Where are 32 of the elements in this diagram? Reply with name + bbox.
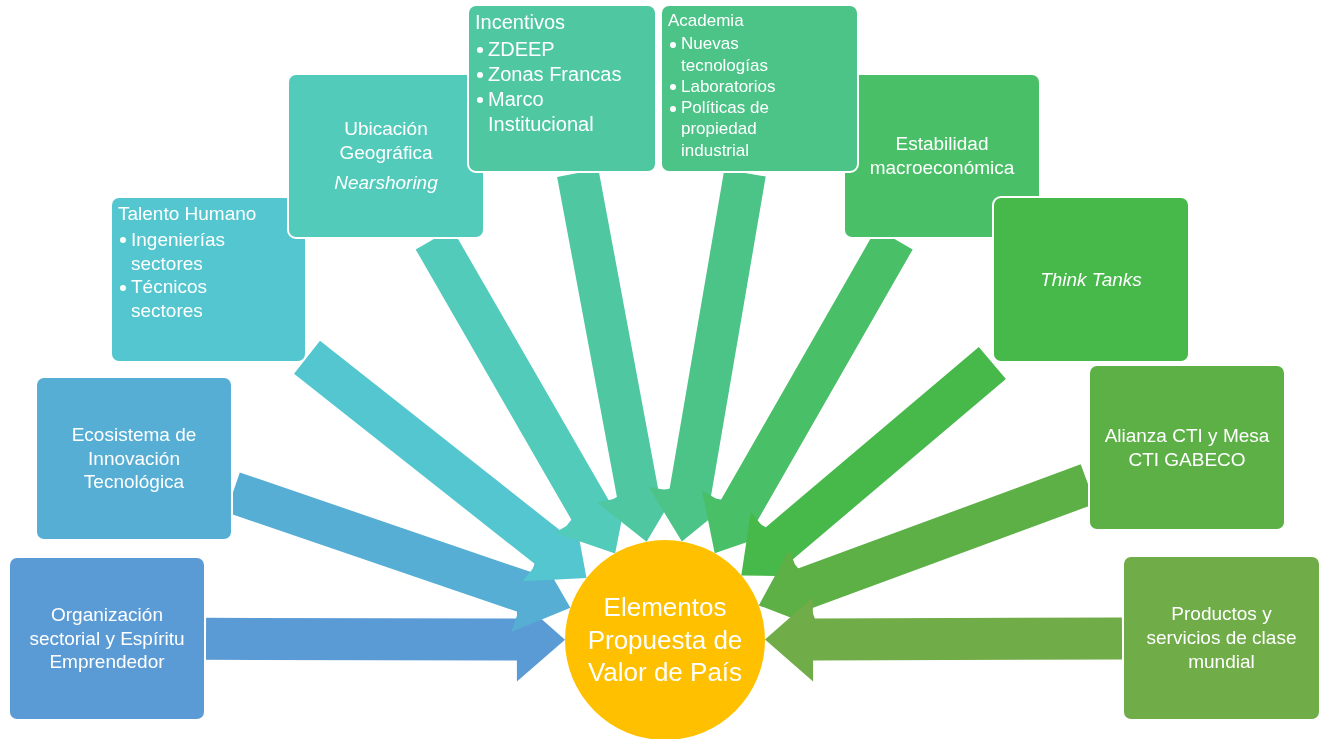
box-label: Organización sectorial y Espíritu Emprendedor	[28, 602, 186, 675]
box-label: Productos y servicios de clase mundial	[1145, 602, 1298, 674]
box-label: Nearshoring	[334, 170, 438, 195]
bullet-item: Zonas Francas	[488, 62, 622, 87]
block-arrow	[741, 347, 1006, 577]
box-heading: Incentivos	[475, 10, 566, 35]
box-label: Ubicación Geográfica	[338, 117, 434, 165]
block-arrow	[765, 597, 1123, 682]
box-label: Ecosistema de Innovación Tecnológica	[70, 422, 198, 495]
category-box	[287, 73, 485, 239]
category-box	[110, 196, 307, 363]
category-box	[35, 376, 233, 541]
bullet-item: Técnicos sectores	[131, 275, 209, 323]
bullet-item: Ingenierías sectores	[131, 227, 226, 276]
box-label: Alianza CTI y Mesa CTI GABECO	[1103, 423, 1271, 472]
bullet-item: ZDEEP	[488, 37, 555, 62]
box-heading: Talento Humano	[118, 202, 257, 226]
category-box	[1122, 555, 1321, 721]
bullet-item: Laboratorios	[681, 75, 776, 97]
category-box	[1088, 364, 1286, 531]
bullet-item: Nuevas tecnologías	[681, 33, 769, 76]
category-box	[992, 196, 1190, 363]
bullet-item: Marco Institucional	[488, 87, 595, 137]
category-box	[660, 4, 859, 173]
bullet-item: Políticas de propiedad industrial	[681, 97, 770, 161]
box-label: Think Tanks	[1040, 267, 1142, 292]
category-box	[8, 556, 206, 721]
box-label: Elementos Propuesta de Valor de País	[586, 591, 744, 689]
block-arrow	[294, 340, 587, 582]
box-heading: Academia	[668, 10, 744, 32]
box-label: Estabilidad macroeconómica	[868, 132, 1016, 180]
category-box	[467, 4, 657, 173]
